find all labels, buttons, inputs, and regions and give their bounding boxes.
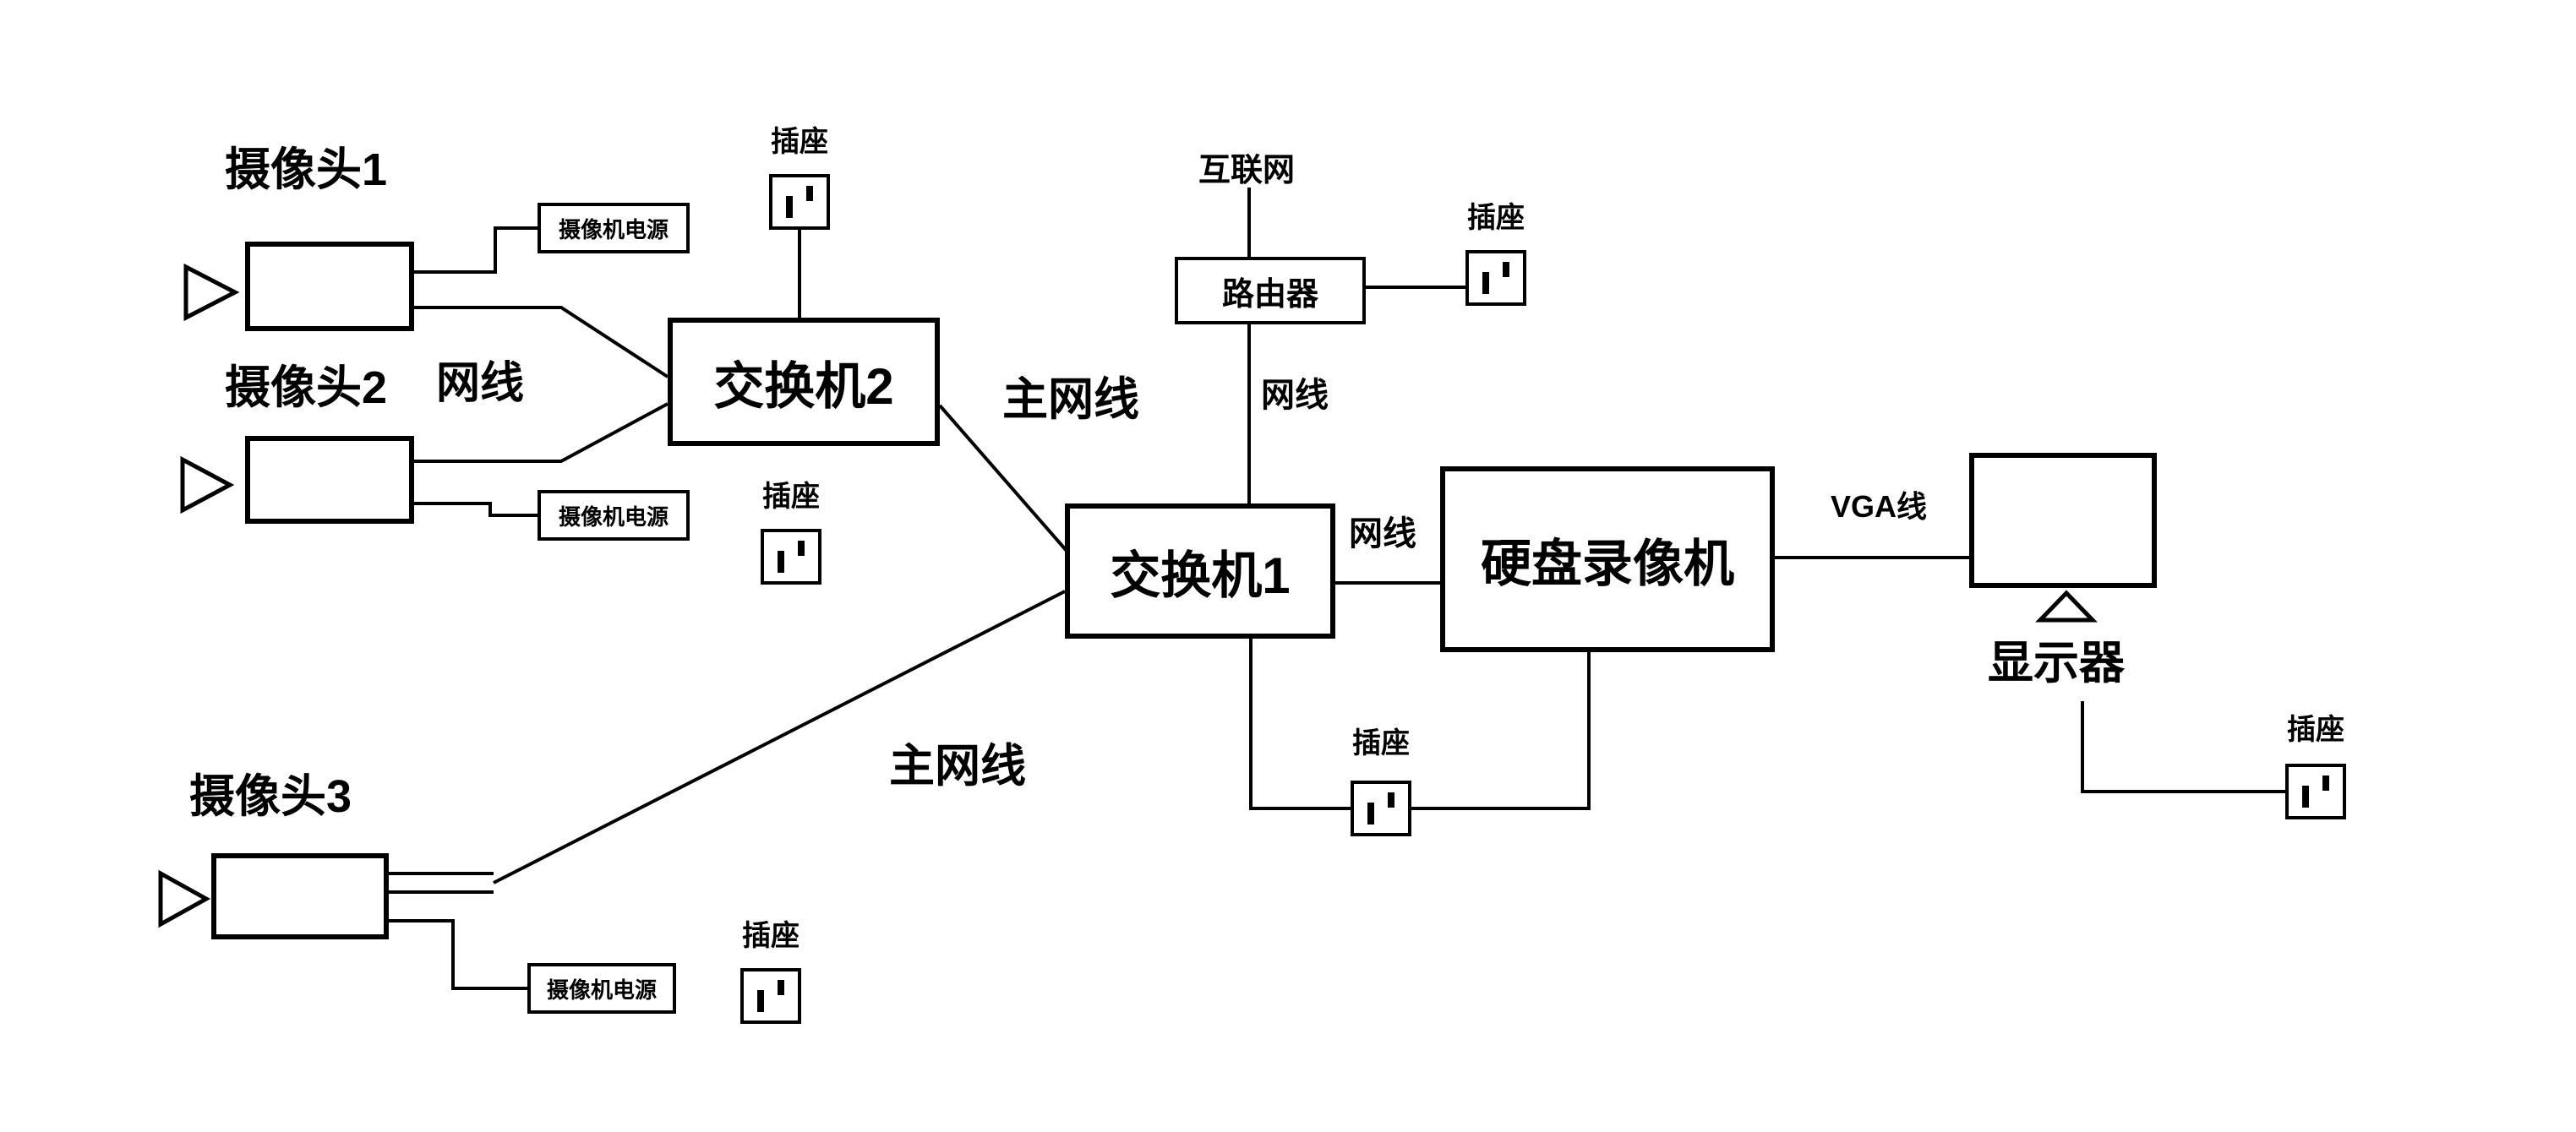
socket-slot [2302, 786, 2309, 808]
switch2-label: 交换机2 [713, 357, 894, 415]
camera1-label: 摄像头1 [225, 144, 388, 195]
main-cable-1-label: 主网线 [1002, 374, 1139, 425]
switch1-dvr-cable-label: 网线 [1349, 515, 1416, 552]
socket5-label: 插座 [1352, 727, 1410, 759]
router-node: 路由器 [1175, 257, 1366, 324]
socket-slot [798, 541, 805, 556]
switch2-node: 交换机2 [668, 318, 940, 446]
socket-slot [2322, 776, 2329, 791]
cable-monitor-socket6 [2081, 701, 2285, 793]
socket-slot [806, 186, 813, 201]
socket6-icon [2285, 764, 2346, 819]
socket-slot [757, 990, 764, 1012]
camera3-power-supply: 摄像机电源 [527, 963, 676, 1014]
cable-switch1-socket5 [1249, 639, 1351, 810]
socket4-label: 插座 [1467, 202, 1525, 234]
socket1-label: 插座 [771, 126, 828, 158]
cable-camera2-power2 [414, 502, 538, 517]
socket-slot [1367, 803, 1374, 825]
camera3-label: 摄像头3 [189, 771, 352, 822]
camera2-body [245, 436, 414, 524]
socket2-icon [761, 529, 821, 585]
switch1-label: 交换机1 [1110, 547, 1291, 604]
monitor-screen [1969, 453, 2157, 588]
switch1-node: 交换机1 [1065, 503, 1335, 639]
socket4-icon [1465, 250, 1526, 306]
socket-slot [786, 196, 793, 218]
cable-camera1-power1 [414, 226, 538, 274]
socket3-icon [740, 968, 801, 1024]
camera3-body [211, 853, 389, 939]
camera2-power-supply: 摄像机电源 [538, 490, 690, 541]
socket-slot [778, 980, 784, 995]
camera1-lens-icon [183, 263, 240, 322]
camera2-power-label: 摄像机电源 [558, 503, 669, 530]
dvr-node: 硬盘录像机 [1440, 466, 1775, 652]
router-label: 路由器 [1221, 276, 1318, 313]
socket-slot [1482, 272, 1489, 294]
monitor-label: 显示器 [1988, 638, 2125, 688]
camera3-power-label: 摄像机电源 [546, 977, 657, 1003]
socket2-label: 插座 [762, 481, 820, 513]
vga-cable-label: VGA线 [1831, 489, 1928, 524]
socket5-icon [1351, 781, 1411, 836]
socket1-icon [769, 174, 830, 230]
cable-camera3-power3 [389, 919, 527, 990]
monitor-stand-icon [2035, 590, 2098, 623]
socket-slot [1388, 792, 1394, 808]
router-switch1-cable-label: 网线 [1261, 377, 1329, 414]
socket3-label: 插座 [742, 920, 800, 952]
dvr-label: 硬盘录像机 [1481, 535, 1734, 592]
camera3-lens-icon [158, 869, 211, 928]
camera-lan-cable-label: 网线 [436, 359, 525, 408]
cable-camera2-switch2 [414, 402, 669, 463]
cable-dvr-socket5 [1411, 652, 1591, 810]
cable-main-camera3-switch1 [493, 590, 1066, 884]
camera2-lens-icon [180, 455, 235, 514]
camera1-power-label: 摄像机电源 [558, 216, 669, 242]
main-cable-2-label: 主网线 [889, 741, 1026, 792]
socket-slot [778, 551, 784, 573]
cable-main-switch2-switch1 [938, 404, 1068, 552]
socket-slot [1503, 262, 1509, 277]
camera1-power-supply: 摄像机电源 [538, 203, 690, 253]
camera1-body [245, 242, 414, 331]
camera2-label: 摄像头2 [225, 362, 388, 413]
internet-label: 互联网 [1198, 153, 1296, 188]
socket6-label: 插座 [2287, 714, 2344, 746]
cable-camera1-switch2 [414, 306, 669, 378]
